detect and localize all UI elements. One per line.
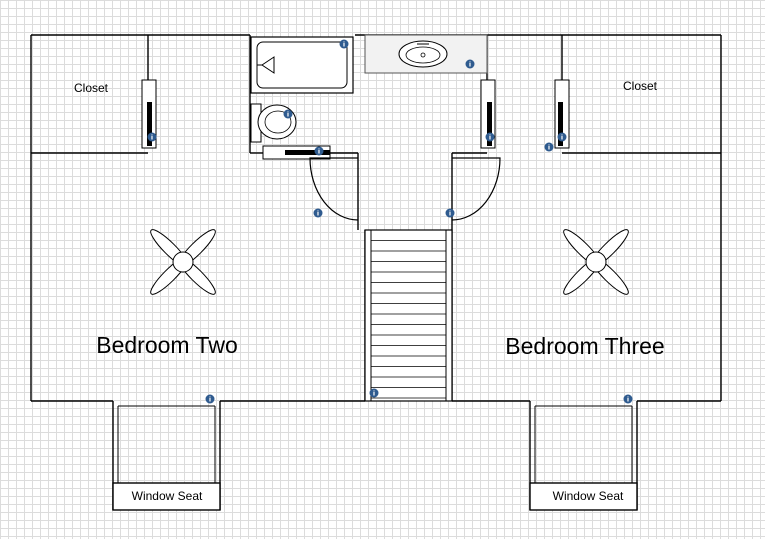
info-icon[interactable]: i [339, 39, 349, 49]
bathroom-door[interactable] [262, 145, 331, 160]
window-seat-left-label: Window Seat [132, 489, 203, 503]
bedroom-three-label: Bedroom Three [505, 333, 664, 359]
info-icon[interactable]: i [557, 132, 567, 142]
closet-left-label: Closet [74, 81, 109, 95]
info-icon[interactable]: i [147, 132, 157, 142]
svg-text:i: i [469, 61, 471, 69]
window-seat-left-area [112, 401, 221, 511]
info-icon[interactable]: i [314, 146, 324, 156]
outer-walls [30, 34, 722, 402]
svg-text:i: i [373, 390, 375, 398]
info-icon[interactable]: i [313, 208, 323, 218]
svg-text:i: i [449, 210, 451, 218]
closet-right-label: Closet [623, 79, 658, 93]
svg-text:i: i [548, 144, 550, 152]
info-icon[interactable]: i [544, 142, 554, 152]
closet-door-right[interactable] [554, 79, 570, 149]
svg-text:i: i [317, 210, 319, 218]
info-icon[interactable]: i [205, 394, 215, 404]
window-seat-left[interactable] [112, 482, 221, 511]
svg-text:i: i [151, 134, 153, 142]
info-icon[interactable]: i [369, 388, 379, 398]
svg-text:i: i [561, 134, 563, 142]
svg-text:i: i [343, 41, 345, 49]
ceiling-fan-icon-bedroom-two[interactable] [147, 226, 219, 298]
svg-text:i: i [287, 111, 289, 119]
info-icon[interactable]: i [445, 208, 455, 218]
window-seat-right[interactable] [529, 482, 638, 511]
ceiling-fan-icon-bedroom-three[interactable] [560, 226, 632, 298]
info-icon[interactable]: i [623, 394, 633, 404]
svg-text:i: i [318, 148, 320, 156]
bedroom-two-door[interactable] [309, 157, 359, 221]
window-seat-right-area [529, 401, 638, 511]
staircase[interactable] [364, 229, 453, 402]
svg-text:i: i [627, 396, 629, 404]
info-icon[interactable]: i [465, 59, 475, 69]
svg-text:i: i [489, 134, 491, 142]
info-icon[interactable]: i [283, 109, 293, 119]
bathtub[interactable] [250, 36, 354, 94]
bedroom-two-label: Bedroom Two [96, 332, 237, 358]
closet-door-left[interactable] [141, 79, 157, 149]
info-icon[interactable]: i [485, 132, 495, 142]
svg-text:i: i [209, 396, 211, 404]
window-seat-right-label: Window Seat [553, 489, 624, 503]
bedroom-three-door[interactable] [451, 157, 501, 221]
info-markers: i i i i i i i i i i i i i [147, 39, 633, 404]
closet-door-center[interactable] [480, 79, 496, 149]
